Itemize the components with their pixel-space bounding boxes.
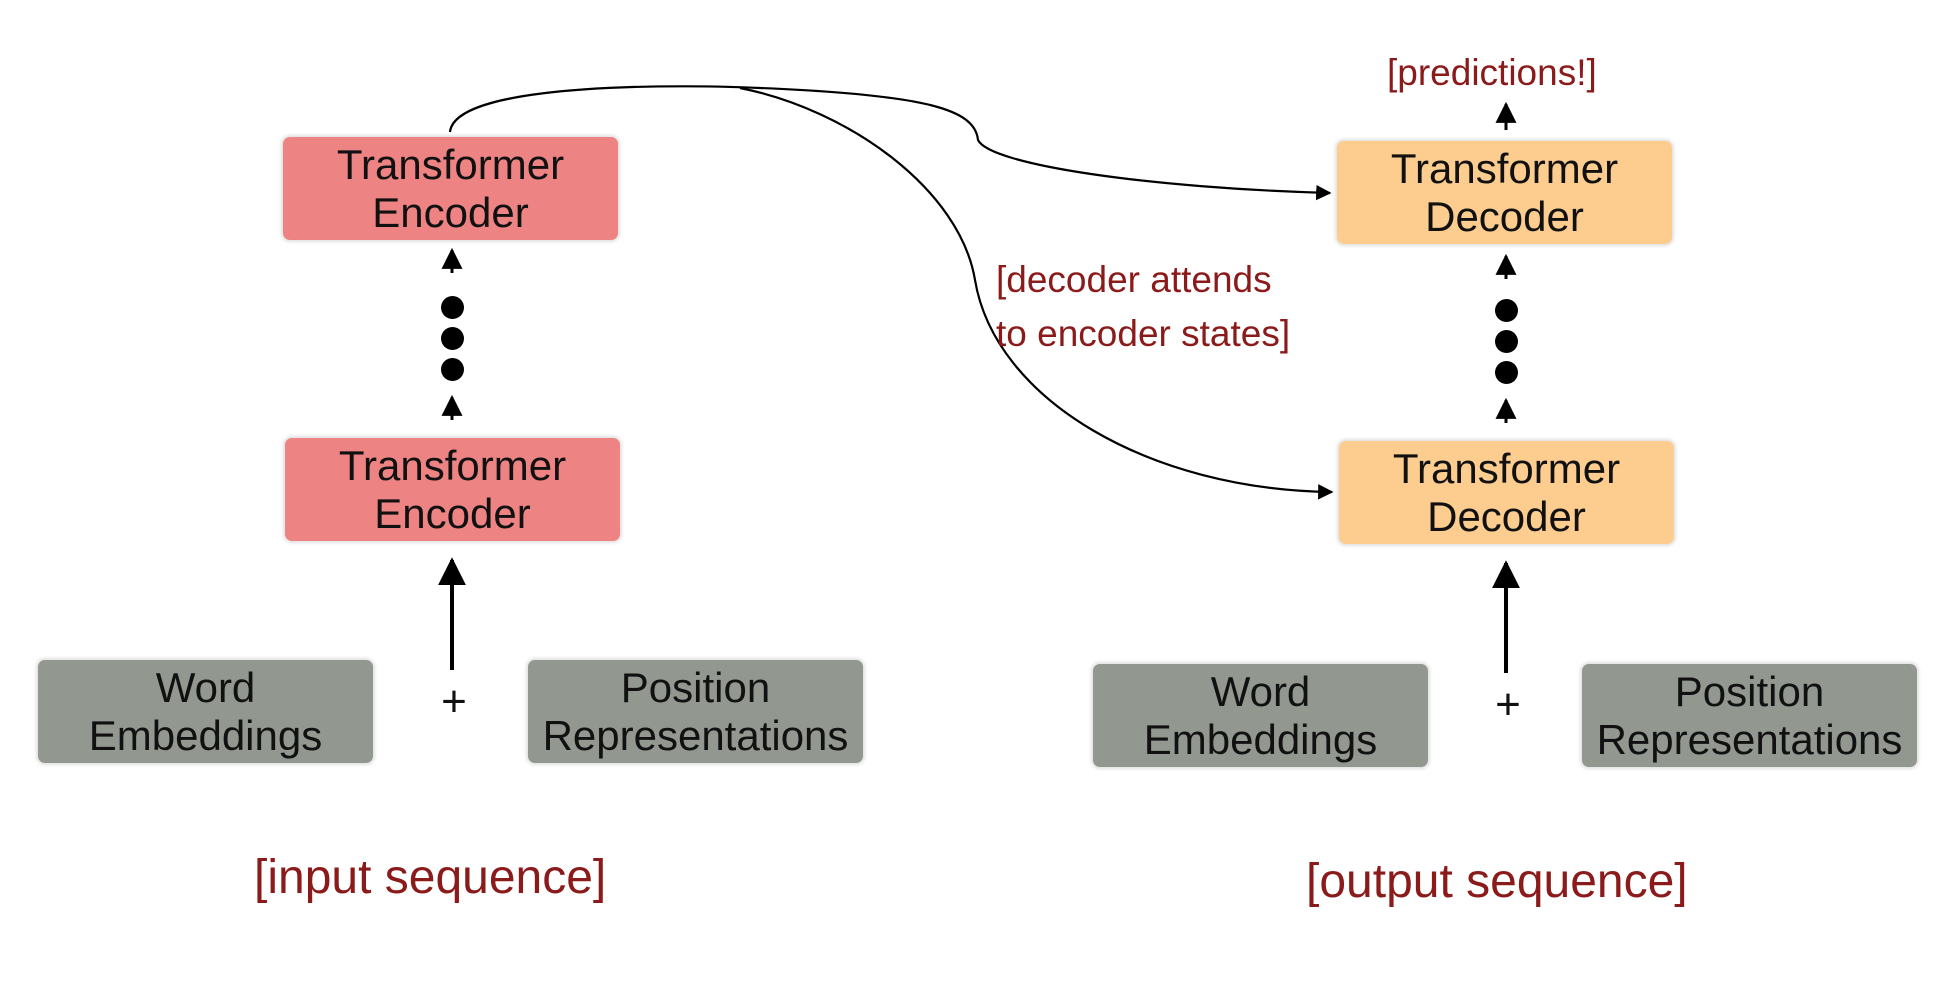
- block-label-line1: Transformer: [1392, 445, 1621, 493]
- block-label-line2: Embeddings: [1143, 715, 1378, 763]
- block-label-line1: Position: [1674, 668, 1825, 716]
- encoder-ellipsis-dot: [441, 358, 464, 381]
- encoder-ellipsis-dot: [441, 327, 464, 350]
- cross-attention-curve-top: [448, 85, 1332, 201]
- block-label-line2: Representations: [542, 711, 849, 759]
- decoder-ellipsis-dot: [1495, 330, 1518, 353]
- transformer-encoder-bottom: Transformer Encoder: [285, 438, 620, 541]
- input-sequence-caption: [input sequence]: [254, 851, 607, 904]
- encoder-word-embeddings: Word Embeddings: [38, 660, 373, 763]
- transformer-decoder-top: Transformer Decoder: [1337, 141, 1672, 244]
- block-label-line1: Position: [620, 664, 771, 712]
- block-label-line2: Encoder: [372, 188, 529, 236]
- block-label-line1: Word: [155, 664, 256, 712]
- decoder-word-embeddings: Word Embeddings: [1093, 664, 1428, 767]
- block-label-line1: Transformer: [336, 141, 565, 189]
- encoder-plus-sign: +: [441, 677, 467, 726]
- cross-attention-label-line2: to encoder states]: [996, 312, 1291, 354]
- output-sequence-caption: [output sequence]: [1306, 855, 1688, 908]
- block-label-line1: Transformer: [338, 442, 567, 490]
- predictions-label: [predictions!]: [1387, 52, 1597, 93]
- block-label-line2: Decoder: [1425, 192, 1584, 240]
- transformer-encoder-top: Transformer Encoder: [283, 137, 618, 240]
- block-label-line2: Decoder: [1427, 492, 1586, 540]
- encoder-ellipsis-dot: [441, 296, 464, 319]
- decoder-plus-sign: +: [1495, 680, 1521, 729]
- block-label-line2: Embeddings: [88, 711, 323, 759]
- transformer-decoder-bottom: Transformer Decoder: [1339, 441, 1674, 544]
- block-label-line2: Representations: [1596, 715, 1903, 763]
- decoder-position-representations: Position Representations: [1582, 664, 1917, 767]
- block-label-line1: Word: [1210, 668, 1311, 716]
- encoder-position-representations: Position Representations: [528, 660, 863, 763]
- block-label-line2: Encoder: [374, 489, 531, 537]
- decoder-ellipsis-dot: [1495, 361, 1518, 384]
- block-label-line1: Transformer: [1390, 145, 1619, 193]
- decoder-ellipsis-dot: [1495, 299, 1518, 322]
- cross-attention-label-line1: [decoder attends: [996, 259, 1272, 300]
- cross-attention-curve-bottom: [739, 86, 1334, 500]
- cross-attention-label: [decoder attends to encoder states]: [996, 253, 1290, 360]
